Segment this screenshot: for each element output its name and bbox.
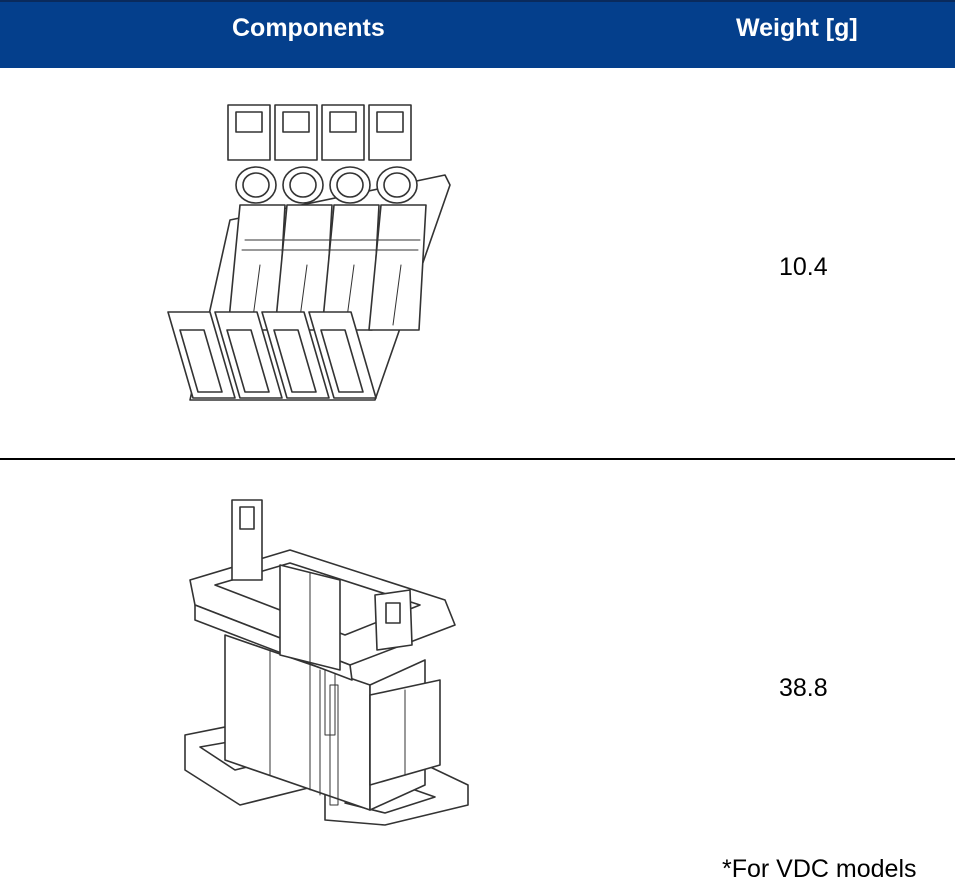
header-components: Components <box>232 14 385 42</box>
footnote: *For VDC models <box>722 855 917 883</box>
weight-value: 10.4 <box>779 253 828 281</box>
header-weight: Weight [g] <box>736 14 858 42</box>
weight-value: 38.8 <box>779 674 828 702</box>
table-header: Components Weight [g] <box>0 0 955 68</box>
terminal-cover-drawing <box>167 104 451 401</box>
socket-housing-drawing <box>184 499 469 826</box>
row-divider <box>0 458 955 460</box>
